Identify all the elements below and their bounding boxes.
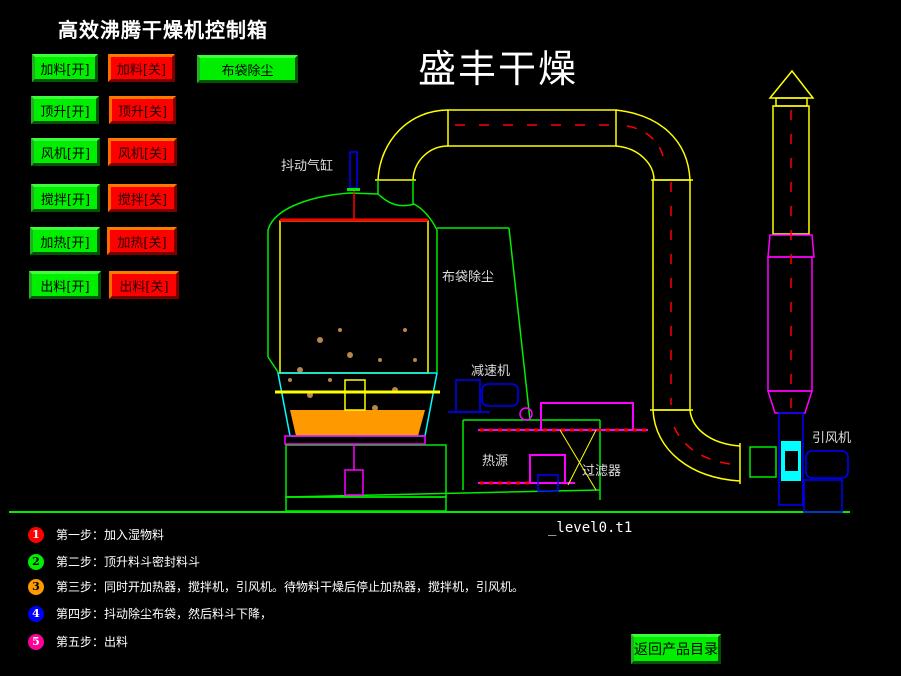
step-3: 3 第三步：同时开加热器，搅拌机，引风机。待物料干燥后停止加热器，搅拌机，引风机… — [28, 578, 524, 595]
bag-dust-button[interactable]: 布袋除尘 — [197, 55, 298, 83]
lift-off-button[interactable]: 顶升[关] — [109, 96, 176, 124]
bag-chamber — [279, 220, 429, 374]
top-duct — [375, 109, 741, 484]
steam-piping — [478, 402, 648, 484]
fan-on-button[interactable]: 风机[开] — [31, 138, 100, 166]
heat-on-button[interactable]: 加热[开] — [30, 227, 100, 255]
lift-on-button[interactable]: 顶升[开] — [31, 96, 99, 124]
fan-off-button[interactable]: 风机[关] — [108, 138, 177, 166]
step-1: 1 第一步：加入湿物料 — [28, 526, 164, 543]
feed-on-button[interactable]: 加料[开] — [32, 54, 98, 82]
brand-title: 盛丰干燥 — [418, 47, 579, 91]
material-bed — [290, 410, 425, 436]
reducer-motor — [448, 379, 519, 413]
step-text: 第三步：同时开加热器，搅拌机，引风机。待物料干燥后停止加热器，搅拌机，引风机。 — [56, 580, 525, 594]
stir-on-button[interactable]: 搅拌[开] — [31, 184, 100, 212]
step-number-badge: 3 — [28, 578, 44, 595]
step-text: 第一步：加入湿物料 — [56, 528, 165, 542]
label-shaker-cylinder: 抖动气缸 — [281, 159, 334, 174]
step-number-badge: 4 — [28, 605, 44, 622]
heat-off-button[interactable]: 加热[关] — [107, 227, 177, 255]
label-filter: 过滤器 — [582, 464, 622, 479]
pressure-gauge — [519, 407, 533, 421]
step-number-badge: 2 — [28, 553, 44, 570]
step-4: 4 第四步：抖动除尘布袋，然后料斗下降， — [28, 605, 272, 622]
shaker-cylinder — [349, 151, 358, 189]
label-induced-fan: 引风机 — [812, 431, 852, 446]
discharge-on-button[interactable]: 出料[开] — [29, 271, 101, 299]
label-bag-filter: 布袋除尘 — [442, 270, 495, 285]
step-text: 第五步：出料 — [56, 635, 129, 649]
back-to-catalog-button[interactable]: 返回产品目录 — [631, 634, 721, 664]
label-reducer: 减速机 — [471, 364, 511, 379]
step-text: 第二步：顶升料斗密封料斗 — [56, 555, 201, 569]
step-5: 5 第五步：出料 — [28, 633, 128, 650]
step-number-badge: 5 — [28, 633, 44, 650]
exhaust-stack — [766, 69, 815, 414]
page-title: 高效沸腾干燥机控制箱 — [58, 18, 268, 42]
feed-off-button[interactable]: 加料[关] — [108, 54, 175, 82]
step-2: 2 第二步：顶升料斗密封料斗 — [28, 553, 200, 570]
induced-fan — [778, 412, 849, 513]
step-number-badge: 1 — [28, 526, 44, 543]
step-text: 第四步：抖动除尘布袋，然后料斗下降， — [56, 607, 273, 621]
discharge-off-button[interactable]: 出料[关] — [109, 271, 179, 299]
variable-text: _level0.t1 — [548, 520, 633, 536]
stir-off-button[interactable]: 搅拌[关] — [108, 184, 177, 212]
label-heat-source: 热源 — [482, 454, 509, 469]
particles — [288, 328, 417, 411]
dryer-body — [267, 180, 601, 512]
